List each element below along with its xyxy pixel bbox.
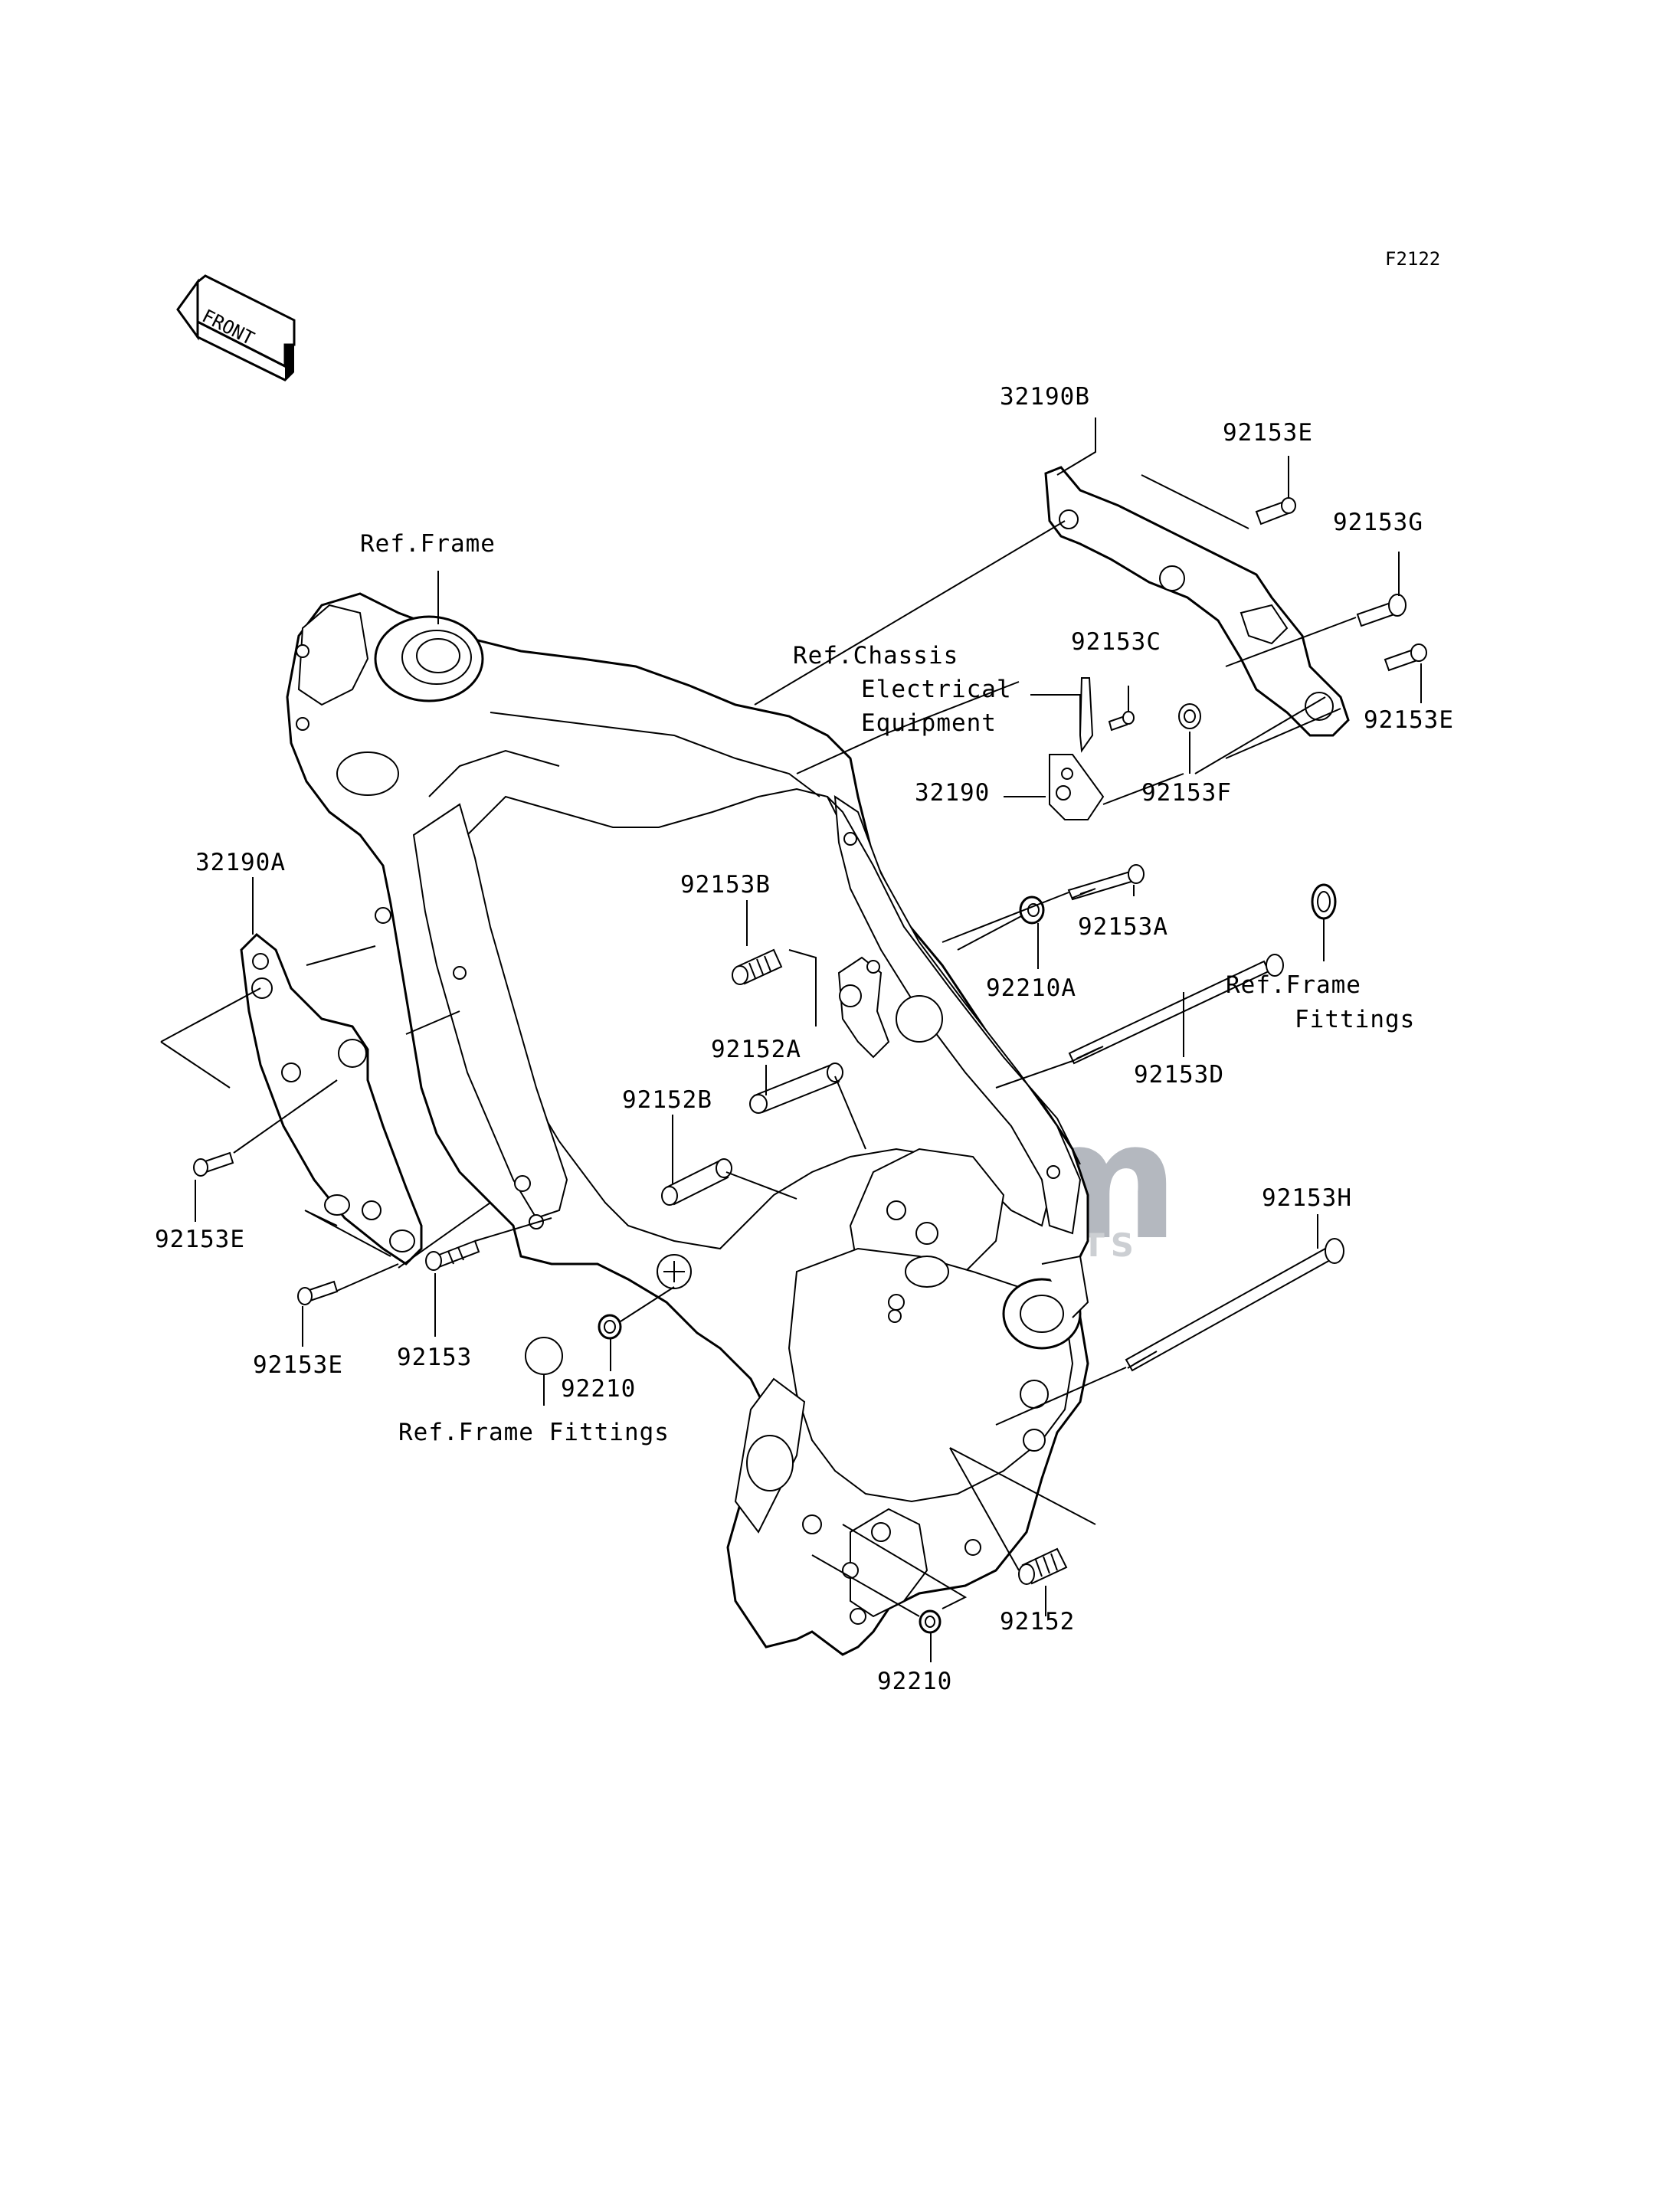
callout-labels: 32190B 92153E 92153G 92153C 92153E 32190… — [155, 383, 1454, 1695]
bolt-92153 — [425, 1239, 480, 1271]
bolt-92153H — [1125, 1238, 1344, 1372]
callout-92153H: 92153H — [1262, 1184, 1352, 1212]
callout-92152: 92152 — [1000, 1608, 1075, 1635]
collar-92153B — [732, 948, 783, 985]
frame-fitting-ring — [1311, 883, 1337, 920]
callout-92153E-left: 92153E — [155, 1226, 245, 1253]
diagram-code: F2122 — [1385, 248, 1440, 270]
front-arrow-icon: FRONT — [176, 274, 296, 381]
callout-92153F: 92153F — [1141, 779, 1232, 807]
ref-frame-fittings-left: Ref.Frame Fittings — [398, 1419, 670, 1446]
callout-92153E-top: 92153E — [1223, 419, 1313, 447]
callout-92153B: 92153B — [680, 871, 771, 899]
bolt-92153E-top — [1255, 497, 1296, 526]
bolt-92153E-left — [193, 1151, 234, 1177]
ref-chassis-line2: Electrical — [861, 676, 1012, 703]
callout-92153A: 92153A — [1078, 913, 1168, 941]
bolt-92153D — [1068, 954, 1284, 1065]
left-engine-bracket-32190A — [240, 932, 423, 1265]
nut-92210-bottom — [919, 1609, 942, 1634]
bolt-92153A — [1067, 864, 1145, 901]
spacer-92152A — [749, 1062, 843, 1114]
callout-92153D: 92153D — [1134, 1061, 1224, 1089]
frame-fitting-plug — [525, 1337, 563, 1375]
bolt-92153C — [1108, 711, 1135, 732]
callout-92153: 92153 — [397, 1344, 472, 1371]
callout-92152B: 92152B — [622, 1086, 712, 1114]
callout-92153C: 92153C — [1071, 628, 1161, 656]
callout-92210A: 92210A — [986, 974, 1076, 1002]
callout-92210-bottom: 92210 — [877, 1668, 952, 1695]
nut-92210-left — [598, 1314, 622, 1340]
callout-92153E-right: 92153E — [1364, 706, 1454, 734]
callout-32190: 32190 — [915, 779, 990, 807]
callout-32190A: 32190A — [195, 849, 286, 876]
center-mount-bracket — [837, 956, 890, 1059]
main-frame-drawing — [286, 592, 1089, 1656]
callout-92153E-bottom: 92153E — [253, 1351, 343, 1379]
leader-lines — [160, 417, 1422, 1662]
ref-frame-label: Ref.Frame — [360, 530, 496, 558]
callout-92153G: 92153G — [1333, 509, 1423, 536]
reference-labels: Ref.Frame Ref.Chassis Electrical Equipme… — [360, 530, 1415, 1446]
callout-32190B: 32190B — [1000, 383, 1090, 411]
ref-frame-fittings-right-line2: Fittings — [1295, 1006, 1415, 1033]
callout-92152A: 92152A — [711, 1036, 801, 1063]
upper-engine-bracket-32190B — [1044, 466, 1350, 737]
collar-92153F — [1178, 703, 1201, 729]
bolt-92153G — [1356, 594, 1407, 627]
ref-chassis-line3: Equipment — [861, 709, 997, 737]
bolt-92153E-right — [1384, 643, 1427, 672]
ref-chassis-line1: Ref.Chassis — [793, 642, 958, 670]
nut-92210A — [1019, 895, 1045, 925]
ref-frame-fittings-right-line1: Ref.Frame — [1226, 971, 1361, 999]
callout-92210-left: 92210 — [561, 1375, 636, 1403]
collar-92152 — [1018, 1547, 1068, 1585]
bolt-92153E-bottom — [297, 1280, 339, 1305]
bracket-32190 — [1049, 677, 1105, 820]
